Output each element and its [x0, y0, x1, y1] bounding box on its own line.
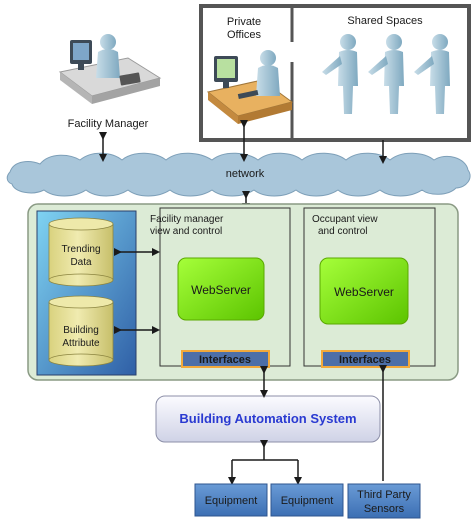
trending-data-cylinder — [48, 217, 114, 287]
office-worker-icon — [206, 50, 294, 124]
bas-box — [155, 395, 381, 443]
building-attribute-cylinder — [48, 295, 114, 367]
occ-view-label-1: Occupant view — [312, 214, 378, 225]
webserver-fm-label: WebServer — [191, 283, 251, 297]
bas-connectors — [228, 365, 387, 485]
building-attribute-label-2: Attribute — [62, 338, 100, 349]
occ-view-label-2: and control — [318, 226, 367, 237]
network-cloud — [6, 152, 471, 197]
network-label: network — [226, 168, 265, 180]
fm-view-label-1: Facility manager — [150, 214, 224, 225]
trending-data-label-1: Trending — [61, 244, 100, 255]
third-party-sensors-box — [347, 483, 421, 519]
equipment-label-1: Equipment — [205, 495, 258, 507]
bas-label: Building Automation System — [179, 411, 356, 426]
third-party-label-1: Third Party — [357, 489, 411, 501]
facility-manager-icon — [58, 34, 162, 104]
building-attribute-label-1: Building — [63, 325, 99, 336]
private-offices-label-1: Private — [227, 16, 261, 28]
shared-people-icon — [322, 34, 450, 114]
trending-data-label-2: Data — [70, 257, 92, 268]
network-connectors — [99, 120, 387, 211]
facility-manager-label: Facility Manager — [68, 118, 149, 130]
interfaces-fm-box — [181, 350, 270, 368]
interfaces-occ-box — [321, 350, 410, 368]
equipment-box-1 — [194, 483, 268, 517]
shared-spaces-label: Shared Spaces — [347, 15, 423, 27]
fm-view-label-2: view and control — [150, 226, 222, 237]
interfaces-fm-label: Interfaces — [199, 354, 251, 366]
equipment-box-2 — [270, 483, 344, 517]
equipment-label-2: Equipment — [281, 495, 334, 507]
third-party-label-2: Sensors — [364, 503, 405, 515]
webserver-occ-box — [319, 257, 409, 325]
webserver-fm-box — [177, 257, 265, 321]
webserver-occ-label: WebServer — [334, 285, 394, 299]
interfaces-occ-label: Interfaces — [339, 354, 391, 366]
database-connectors — [114, 248, 160, 334]
private-offices-label-2: Offices — [227, 29, 262, 41]
